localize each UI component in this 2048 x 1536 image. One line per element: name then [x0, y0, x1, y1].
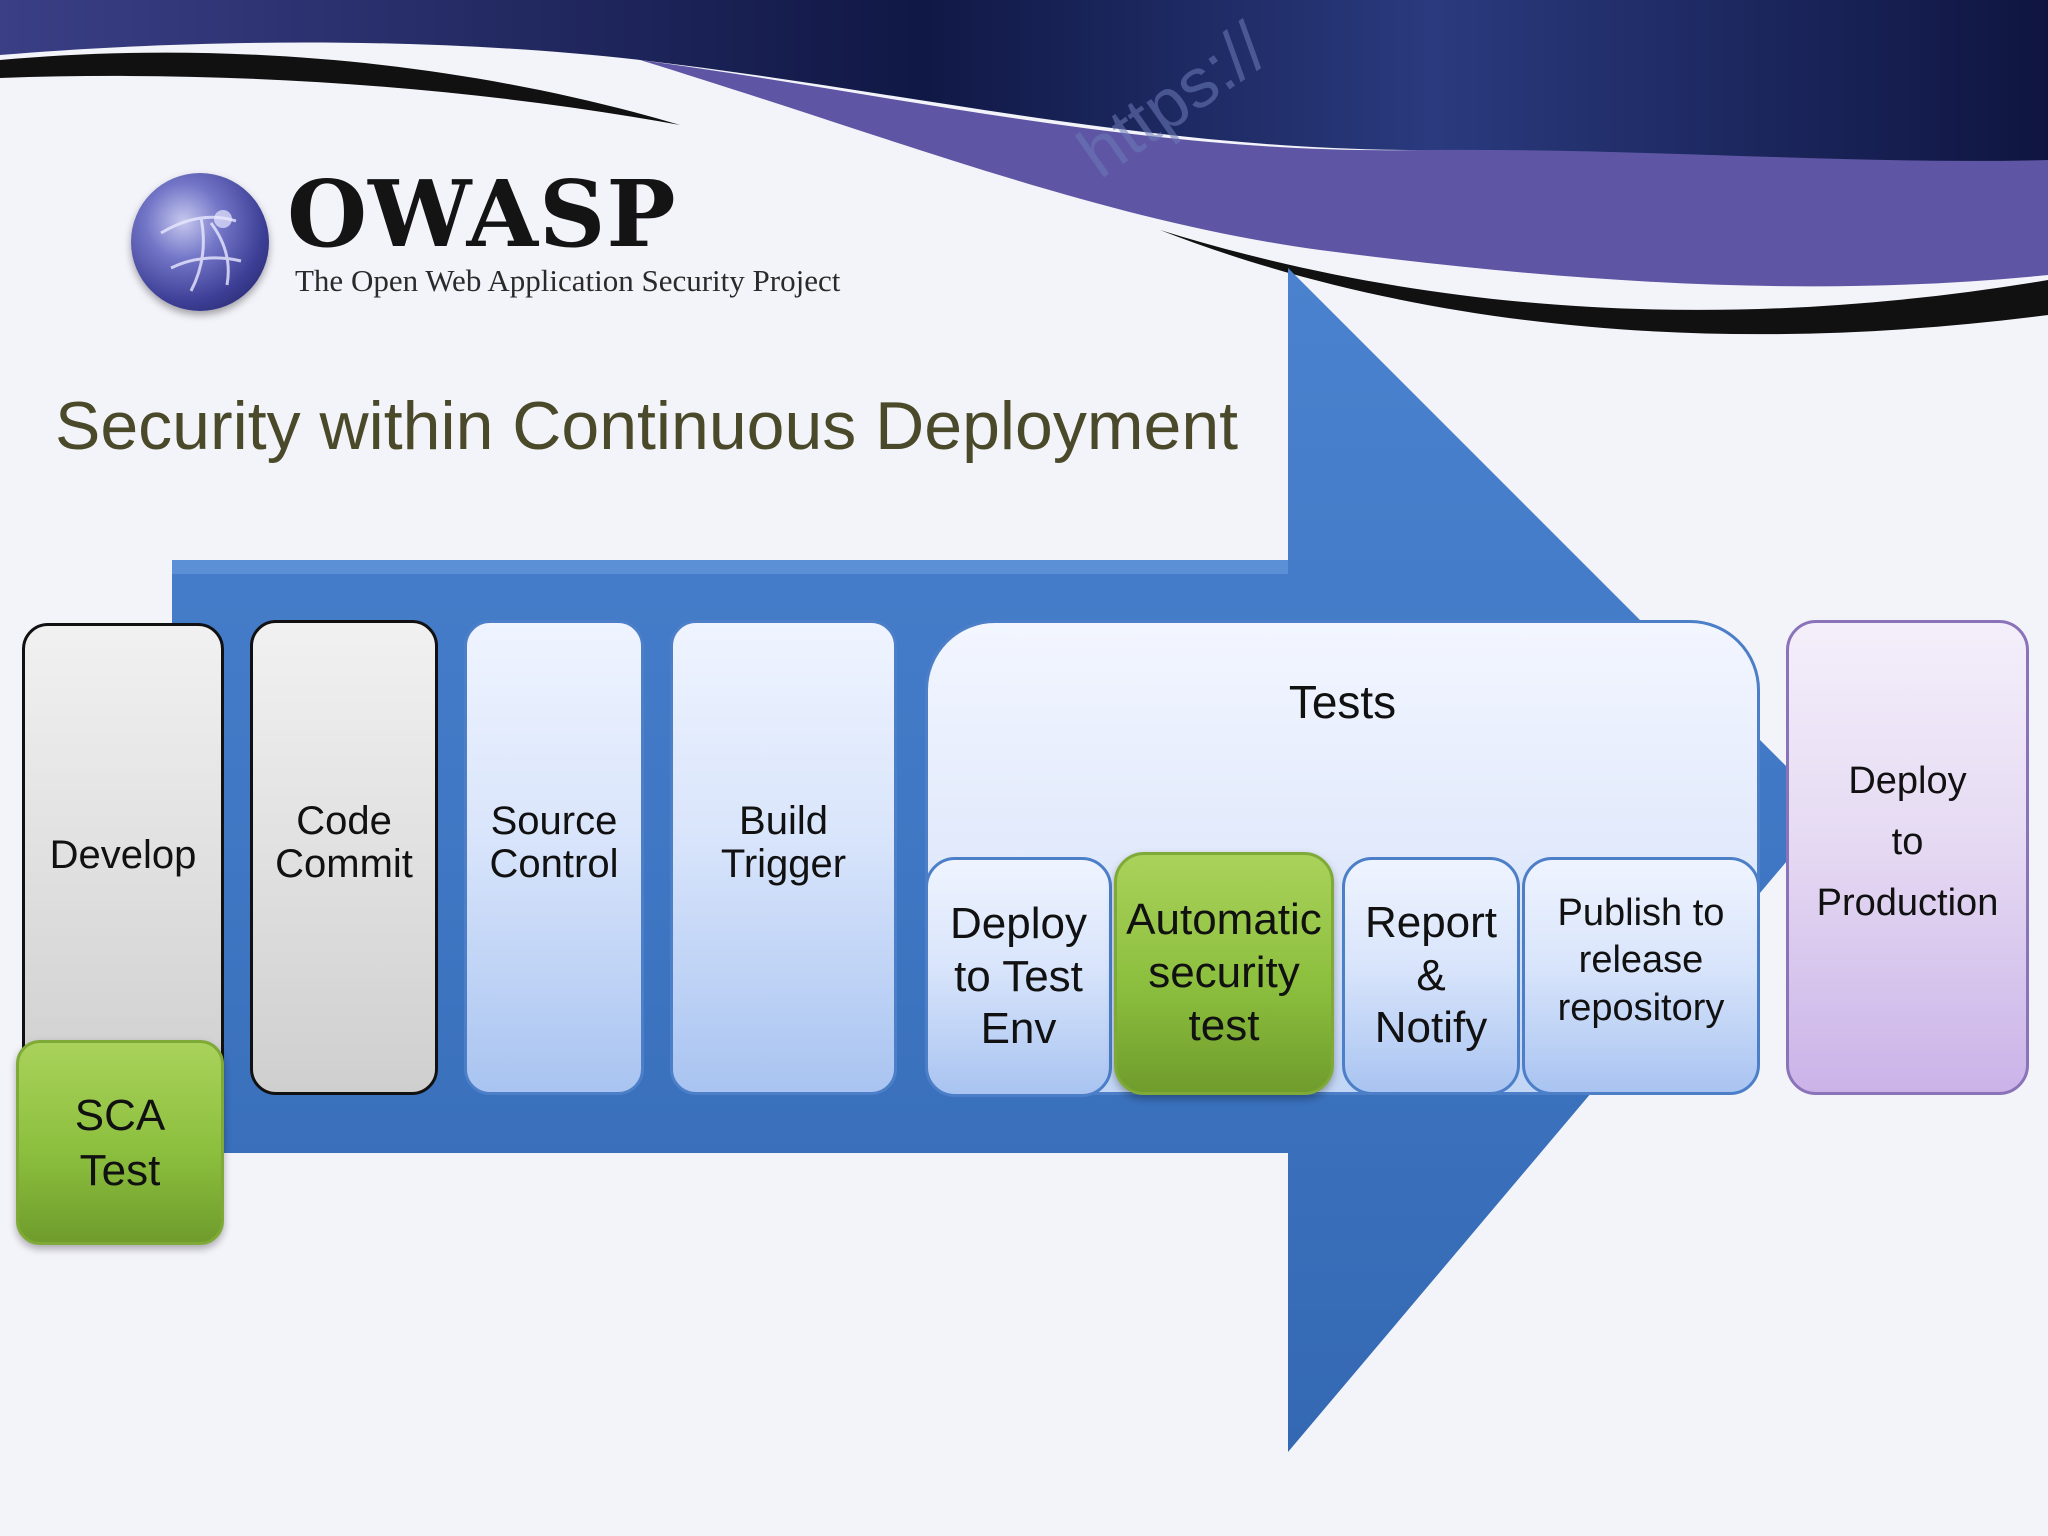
stage-build-trigger: Build Trigger: [670, 620, 897, 1095]
test-automatic-security-test: Automatic security test: [1114, 852, 1334, 1095]
tests-label: Tests: [1288, 676, 1397, 728]
wasp-icon: [160, 210, 242, 292]
stage-develop: Develop: [22, 623, 224, 1098]
stage-sca-test: SCA Test: [16, 1040, 224, 1245]
test-deploy-to-test-env: Deploy to Test Env: [925, 857, 1112, 1097]
test-publish-release-repository: Publish to release repository: [1522, 857, 1760, 1095]
banner-purple-wave: [640, 60, 2048, 287]
owasp-globe-logo: [131, 173, 269, 311]
process-arrow-highlight: [172, 560, 1288, 574]
stage-source-control: Source Control: [464, 620, 644, 1095]
test-report-notify: Report & Notify: [1342, 857, 1520, 1095]
stage-deploy-to-production: Deploy to Production: [1786, 620, 2029, 1095]
owasp-wordmark: OWASP: [287, 160, 677, 268]
slide-title: Security within Continuous Deployment: [55, 388, 1239, 464]
banner-black-swoosh: [0, 52, 680, 125]
stage-code-commit: Code Commit: [250, 620, 438, 1095]
banner-black-swoosh-right: [1160, 230, 2048, 335]
owasp-tagline: The Open Web Application Security Projec…: [295, 263, 841, 298]
banner-dark-band: [0, 0, 2048, 166]
